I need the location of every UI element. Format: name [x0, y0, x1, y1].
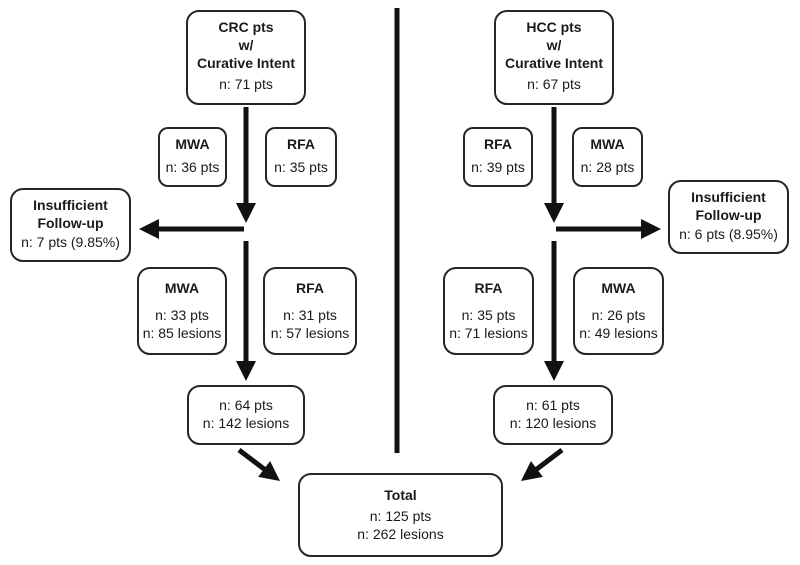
crc-stage1-rfa-label: RFA [287, 136, 315, 152]
crc-total-arrow [237, 448, 280, 482]
hcc-root-box: HCC pts w/ Curative Intent n: 67 pts [494, 10, 614, 105]
crc-insufficient-count: n: 7 pts (9.85%) [21, 234, 120, 251]
crc-stage1-mwa-count: n: 36 pts [165, 159, 220, 176]
hcc-stage2-mwa-counts: n: 26 pts n: 49 lesions [579, 307, 658, 342]
hcc-merge-box: n: 61 pts n: 120 lesions [493, 385, 613, 445]
hcc-stage2-mwa-label: MWA [601, 280, 636, 296]
hcc-insufficient-title: Insufficient Follow-up [691, 189, 766, 223]
crc-insufficient-title: Insufficient Follow-up [33, 197, 108, 231]
crc-stage2-rfa-counts: n: 31 pts n: 57 lesions [270, 307, 350, 342]
hcc-insufficient-count: n: 6 pts (8.95%) [679, 226, 778, 243]
crc-stage1-rfa-count: n: 35 pts [274, 159, 328, 176]
crc-stage2-mwa-label: MWA [164, 280, 200, 296]
crc-stage2-mwa-box: MWA n: 33 pts n: 85 lesions [137, 267, 227, 355]
hcc-stage2-rfa-box: RFA n: 35 pts n: 71 lesions [443, 267, 534, 355]
hcc-stage1-mwa-box: MWA n: 28 pts [572, 127, 643, 187]
hcc-root-title: HCC pts w/ Curative Intent [504, 19, 603, 71]
hcc-insufficient-followup-box: Insufficient Follow-up n: 6 pts (8.95%) [668, 180, 789, 254]
crc-root-count: n: 71 pts [219, 76, 273, 93]
hcc-stage2-mwa-box: MWA n: 26 pts n: 49 lesions [573, 267, 664, 355]
hcc-root-count: n: 67 pts [527, 76, 581, 93]
crc-stage1-mwa-box: MWA n: 36 pts [158, 127, 227, 187]
crc-insufficient-followup-box: Insufficient Follow-up n: 7 pts (9.85%) [10, 188, 131, 262]
total-box: Total n: 125 pts n: 262 lesions [298, 473, 503, 557]
hcc-stage2-rfa-label: RFA [474, 280, 503, 296]
hcc-total-arrow [521, 448, 564, 482]
hcc-stage1-rfa-count: n: 39 pts [471, 159, 525, 176]
crc-root-title: CRC pts w/ Curative Intent [196, 19, 295, 71]
crc-stage2-mwa-counts: n: 33 pts n: 85 lesions [142, 307, 222, 342]
crc-merge-box: n: 64 pts n: 142 lesions [187, 385, 305, 445]
crc-stage2-rfa-box: RFA n: 31 pts n: 57 lesions [263, 267, 357, 355]
crc-stage1-rfa-box: RFA n: 35 pts [265, 127, 337, 187]
total-counts: n: 125 pts n: 262 lesions [357, 508, 444, 543]
crc-stage2-rfa-label: RFA [296, 280, 324, 296]
hcc-stage2-rfa-counts: n: 35 pts n: 71 lesions [449, 307, 528, 342]
hcc-stage1-mwa-count: n: 28 pts [580, 159, 635, 176]
crc-merge-counts: n: 64 pts n: 142 lesions [202, 397, 290, 431]
hcc-merge-counts: n: 61 pts n: 120 lesions [509, 397, 597, 431]
hcc-stage1-mwa-label: MWA [590, 136, 625, 152]
crc-stage1-mwa-label: MWA [175, 136, 210, 152]
hcc-stage1-rfa-box: RFA n: 39 pts [463, 127, 533, 187]
crc-root-box: CRC pts w/ Curative Intent n: 71 pts [186, 10, 306, 105]
total-title: Total [384, 487, 417, 503]
hcc-stage1-rfa-label: RFA [484, 136, 512, 152]
